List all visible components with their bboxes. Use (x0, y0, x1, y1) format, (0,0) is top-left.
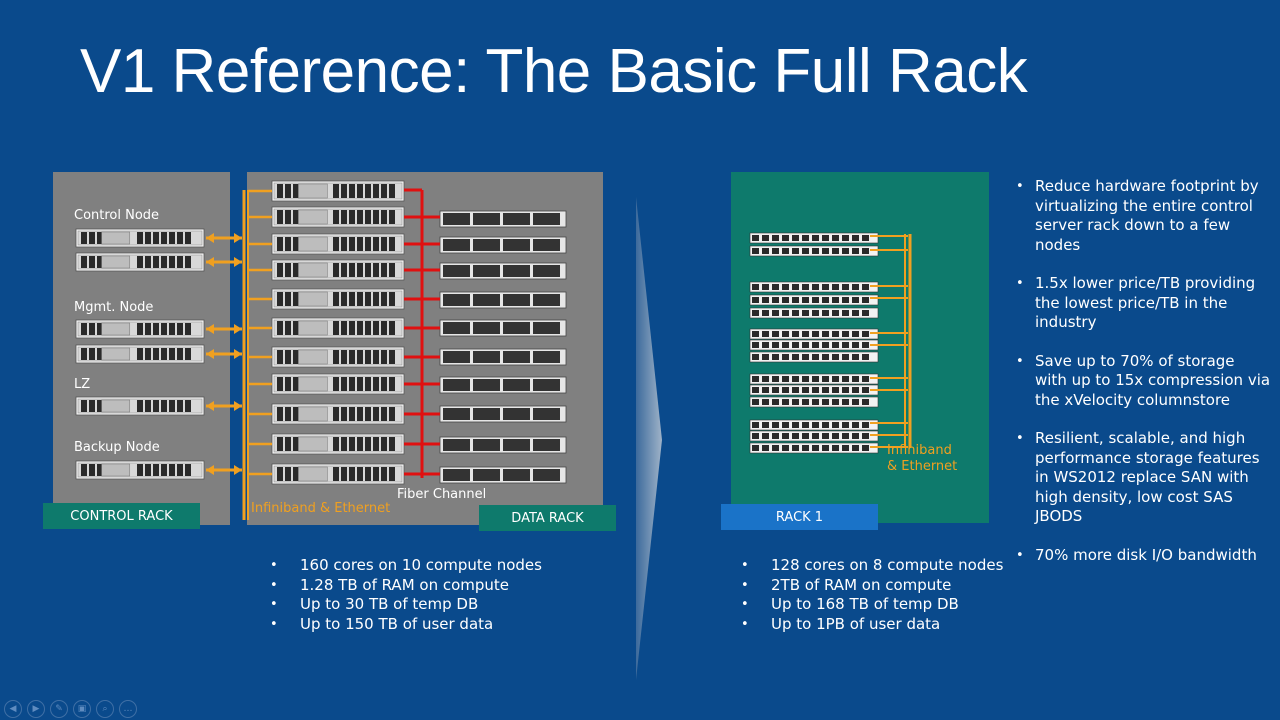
storage-jbod (439, 466, 567, 484)
control-server (75, 396, 205, 416)
storage-jbod (439, 236, 567, 254)
control-rack-label-bg (43, 503, 200, 529)
compute-server (271, 259, 405, 281)
arrow-head (206, 465, 214, 475)
rack1-server (749, 339, 879, 351)
control-server (75, 319, 205, 339)
rack1-server (749, 232, 879, 244)
control-rack-label: CONTROL RACK (70, 508, 173, 524)
rack1-server (749, 442, 879, 454)
control-server (75, 228, 205, 248)
rack1-server (749, 351, 879, 363)
compute-server (271, 346, 405, 368)
rack1-server (749, 373, 879, 385)
compute-server (271, 206, 405, 228)
data-rack-label-bg (479, 505, 616, 531)
rack1-server (749, 281, 879, 293)
arrow-head (234, 465, 242, 475)
chevron-arrow (636, 197, 662, 680)
bullet-item: Up to 168 TB of temp DB (741, 595, 1003, 615)
slide-title: V1 Reference: The Basic Full Rack (80, 37, 1028, 106)
arrow-head (206, 349, 214, 359)
arrow-head (234, 349, 242, 359)
rack1-server (749, 396, 879, 408)
benefit-item: Save up to 70% of storage with up to 15x… (1016, 352, 1271, 411)
rack1-diagram (721, 172, 989, 530)
storage-jbod (439, 376, 567, 394)
slides-icon[interactable]: ▣ (73, 700, 91, 718)
compute-server (271, 317, 405, 339)
arrow-head (234, 257, 242, 267)
rack1-infiniband-label-line1: Infiniband (887, 443, 952, 458)
more-icon[interactable]: … (119, 700, 137, 718)
storage-jbod (439, 262, 567, 280)
benefit-item: 1.5x lower price/TB providing the lowest… (1016, 274, 1271, 333)
bullet-item: 128 cores on 8 compute nodes (741, 556, 1003, 576)
mgmt-node-label: Mgmt. Node (74, 300, 154, 315)
bullet-item: Up to 1PB of user data (741, 615, 1003, 635)
rack1-label: RACK 1 (775, 509, 824, 525)
bullet-item: 160 cores on 10 compute nodes (270, 556, 542, 576)
control-rack-bullets: 160 cores on 10 compute nodes 1.28 TB of… (270, 556, 542, 634)
storage-jbod (439, 291, 567, 309)
arrow-head (206, 233, 214, 243)
fiber-channel-label: Fiber Channel (397, 487, 487, 502)
storage-jbod (439, 210, 567, 228)
storage-jbod (439, 319, 567, 337)
arrow-head (206, 324, 214, 334)
control-node-label: Control Node (74, 208, 160, 223)
bullet-item: Up to 150 TB of user data (270, 615, 542, 635)
bullet-item: 1.28 TB of RAM on compute (270, 576, 542, 596)
compute-server (271, 433, 405, 455)
benefit-item: 70% more disk I/O bandwidth (1016, 546, 1271, 566)
bullet-item: Up to 30 TB of temp DB (270, 595, 542, 615)
rack1-server (749, 294, 879, 306)
compute-server (271, 180, 405, 202)
arrow-head (234, 324, 242, 334)
lz-node-label: LZ (74, 377, 91, 392)
benefits-bullets: Reduce hardware footprint by virtualizin… (1016, 177, 1271, 584)
control-server (75, 252, 205, 272)
backup-node-label: Backup Node (74, 440, 160, 455)
rack1-server (749, 328, 879, 340)
rack1-server (749, 419, 879, 431)
arrow-head (206, 257, 214, 267)
compute-server (271, 288, 405, 310)
zoom-icon[interactable]: ⌕ (96, 700, 114, 718)
storage-jbod (439, 436, 567, 454)
compute-server (271, 373, 405, 395)
bullet-item: 2TB of RAM on compute (741, 576, 1003, 596)
compute-server (271, 233, 405, 255)
rack1-server (749, 384, 879, 396)
next-icon[interactable]: ▶ (27, 700, 45, 718)
pen-icon[interactable]: ✎ (50, 700, 68, 718)
rack1-server (749, 245, 879, 257)
arrow-head (234, 233, 242, 243)
storage-jbod (439, 348, 567, 366)
control-data-rack-diagram (43, 172, 616, 531)
rack1-label-bg (721, 504, 878, 530)
rack1-infiniband-label-line2: & Ethernet (887, 459, 958, 474)
rack1-server (749, 307, 879, 319)
data-rack-label: DATA RACK (511, 510, 584, 526)
benefit-item: Reduce hardware footprint by virtualizin… (1016, 177, 1271, 255)
rack1-bullets: 128 cores on 8 compute nodes 2TB of RAM … (741, 556, 1003, 634)
infiniband-ethernet-label: Infiniband & Ethernet (251, 501, 391, 516)
compute-server (271, 403, 405, 425)
control-server (75, 344, 205, 364)
benefit-item: Resilient, scalable, and high performanc… (1016, 429, 1271, 527)
rack1-server (749, 430, 879, 442)
control-server (75, 460, 205, 480)
slideshow-toolbar: ◀ ▶ ✎ ▣ ⌕ … (4, 700, 137, 718)
arrow-head (234, 401, 242, 411)
compute-server (271, 463, 405, 485)
arrow-head (206, 401, 214, 411)
storage-jbod (439, 405, 567, 423)
prev-icon[interactable]: ◀ (4, 700, 22, 718)
